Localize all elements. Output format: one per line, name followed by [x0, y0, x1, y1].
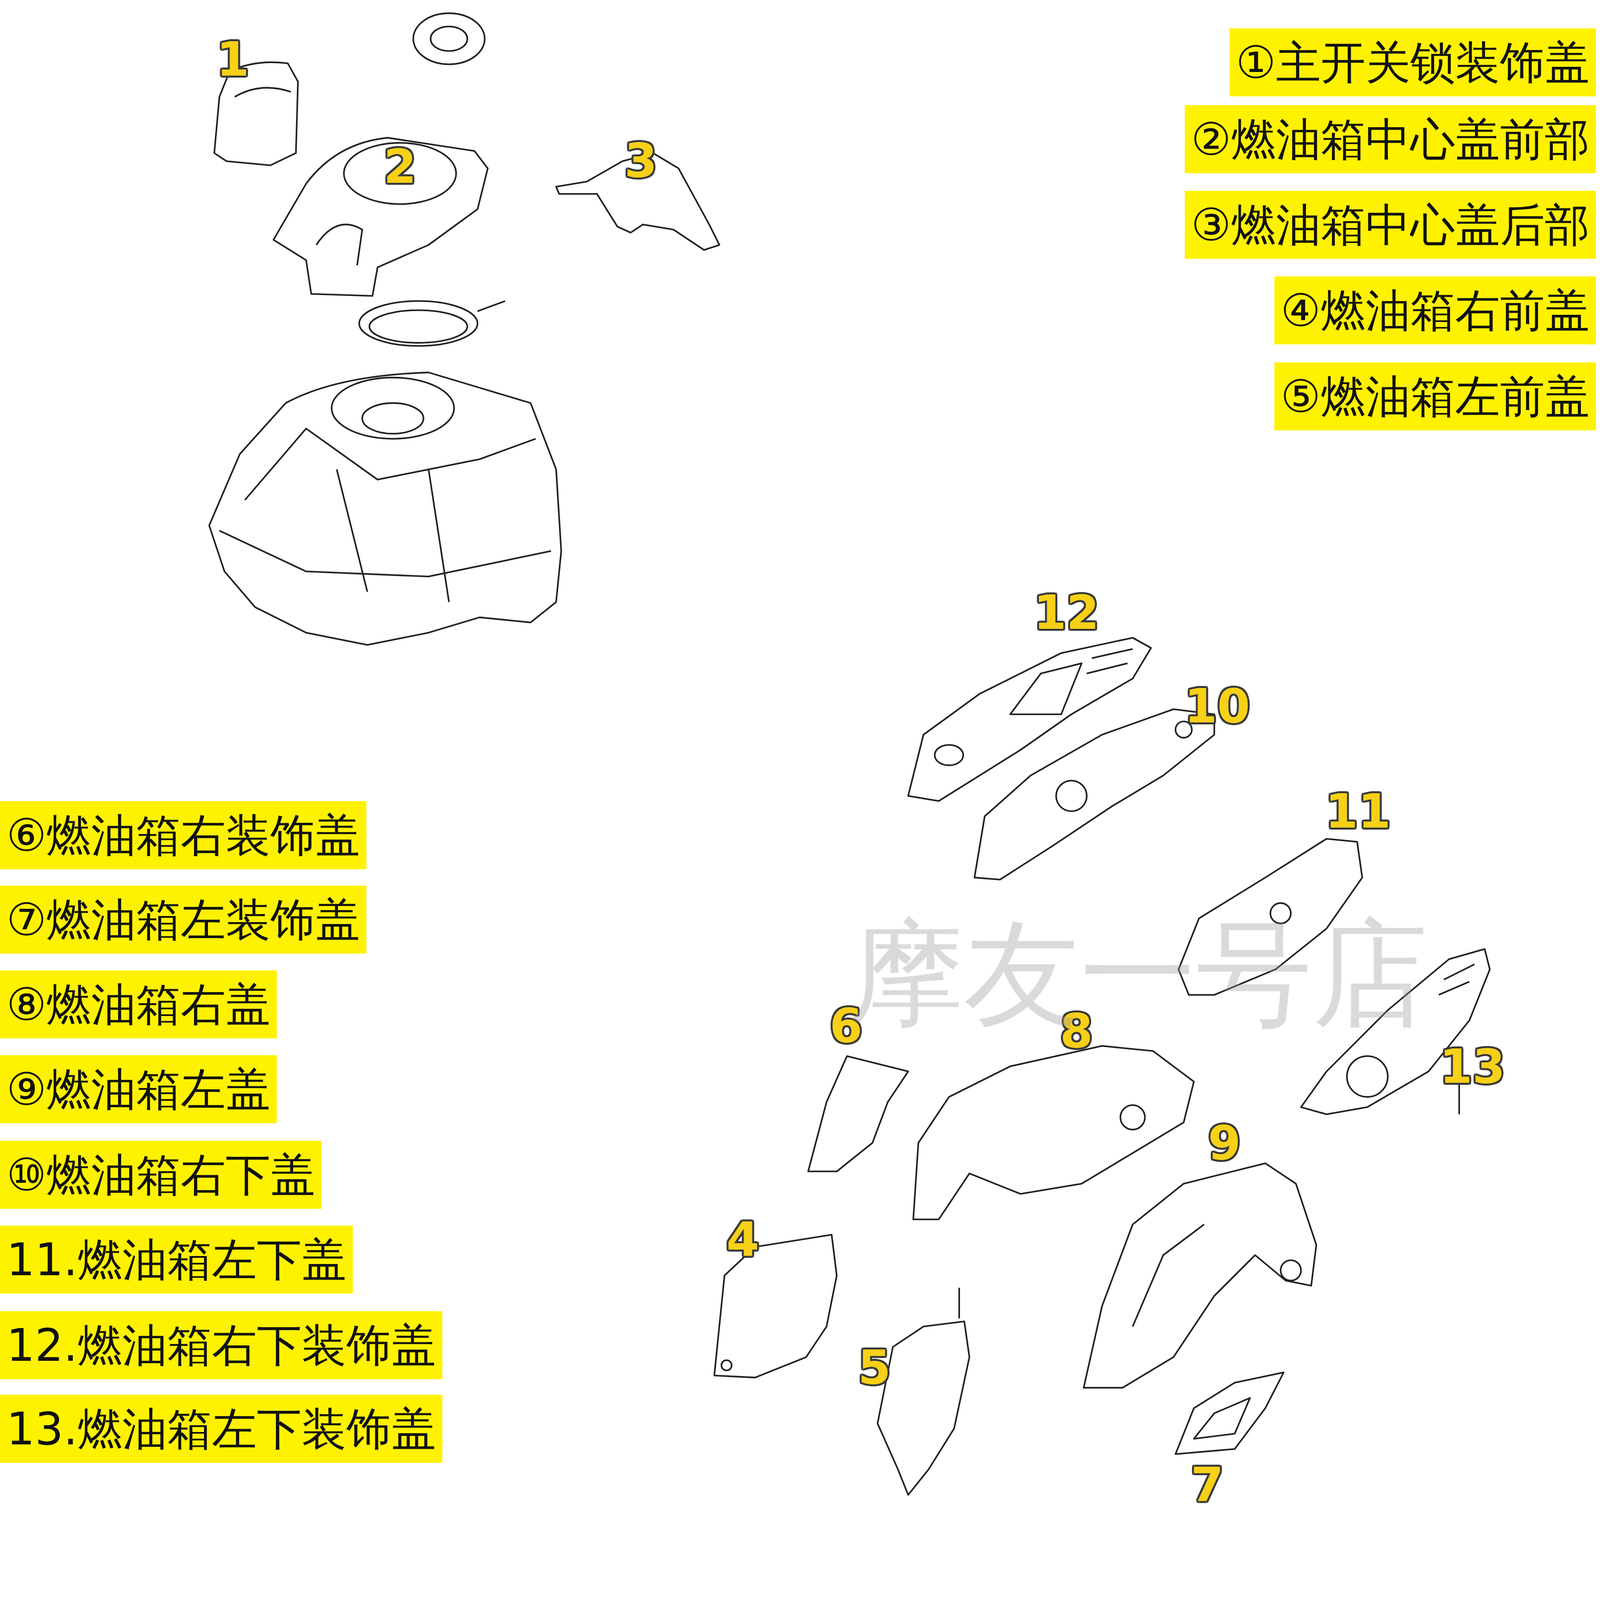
- legend-band: ⑧燃油箱右盖: [0, 970, 277, 1039]
- part-name: ④燃油箱右前盖: [1280, 284, 1590, 337]
- legend-band: ⑥燃油箱右装饰盖: [0, 801, 367, 870]
- callout-number: 7: [1190, 1461, 1224, 1509]
- callout-number: 2: [383, 142, 417, 190]
- callout-number: 9: [1208, 1119, 1241, 1167]
- part-name: ⑤燃油箱左前盖: [1280, 370, 1590, 423]
- legend-band: ③燃油箱中心盖后部: [1184, 190, 1596, 259]
- legend-band: ①主开关锁装饰盖: [1229, 28, 1596, 97]
- callout-number: 12: [1033, 588, 1100, 636]
- legend-band: ⑤燃油箱左前盖: [1274, 362, 1596, 431]
- callout-number: 13: [1439, 1042, 1506, 1090]
- legend-band: ⑨燃油箱左盖: [0, 1055, 277, 1124]
- part-name: ②燃油箱中心盖前部: [1191, 113, 1590, 166]
- part-name: ⑦燃油箱左装饰盖: [6, 893, 360, 946]
- legend-band: 11.燃油箱左下盖: [0, 1225, 353, 1294]
- part-name: 11.燃油箱左下盖: [6, 1233, 347, 1286]
- legend-band: 13.燃油箱左下装饰盖: [0, 1394, 443, 1463]
- part-name: 13.燃油箱左下装饰盖: [6, 1402, 436, 1455]
- part-name: 12.燃油箱右下装饰盖: [6, 1319, 436, 1372]
- callout-number: 4: [726, 1216, 760, 1264]
- watermark: 摩友一号店: [848, 916, 1428, 1032]
- legend-band: ⑦燃油箱左装饰盖: [0, 885, 367, 954]
- legend-band: ②燃油箱中心盖前部: [1184, 105, 1596, 174]
- part-name: ⑩燃油箱右下盖: [6, 1148, 316, 1201]
- callout-number: 5: [858, 1343, 891, 1391]
- callout-number: 3: [624, 136, 658, 184]
- part-name: ⑥燃油箱右装饰盖: [6, 809, 360, 862]
- callout-number: 10: [1184, 682, 1250, 730]
- legend-band: ④燃油箱右前盖: [1274, 276, 1596, 345]
- part-name: ①主开关锁装饰盖: [1236, 36, 1590, 89]
- legend-band: 12.燃油箱右下装饰盖: [0, 1311, 443, 1380]
- part-name: ⑧燃油箱右盖: [6, 978, 271, 1031]
- callout-number: 11: [1325, 787, 1391, 835]
- legend-band: ⑩燃油箱右下盖: [0, 1140, 322, 1209]
- part-name: ⑨燃油箱左盖: [6, 1063, 271, 1116]
- part-name: ③燃油箱中心盖后部: [1191, 198, 1590, 251]
- callout-number: 1: [216, 35, 250, 83]
